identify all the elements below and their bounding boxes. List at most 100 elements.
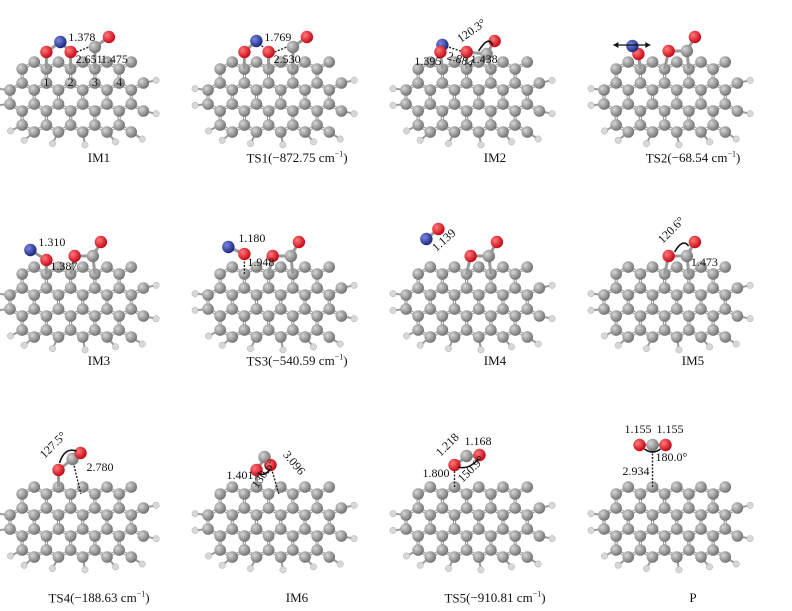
carbon-atom xyxy=(485,119,497,131)
adsorbate xyxy=(238,30,314,69)
hydrogen-atom xyxy=(403,552,411,560)
carbon-atom xyxy=(634,502,647,514)
carbon-atom xyxy=(670,481,683,493)
hydrogen-atom xyxy=(279,346,287,354)
carbon-atom xyxy=(695,551,707,563)
hydrogen-atom xyxy=(732,340,740,348)
hydrogen-atom xyxy=(81,346,89,354)
hydrogen-atom xyxy=(81,566,89,574)
carbon-atom xyxy=(436,119,449,131)
carbon-atom xyxy=(323,523,336,535)
carbon-atom xyxy=(125,481,138,493)
carbon-atom xyxy=(125,98,138,110)
carbon-atom xyxy=(509,119,521,131)
hydrogen-atom xyxy=(389,290,397,298)
carbon-atom xyxy=(299,261,311,273)
carbon-atom xyxy=(214,544,226,556)
hydrogen-atom xyxy=(706,138,713,146)
adsorbate xyxy=(40,30,116,69)
carbon-atom xyxy=(658,544,671,556)
geometry-label: 1.475 xyxy=(101,52,128,66)
hydrogen-atom xyxy=(587,85,595,93)
carbon-atom xyxy=(101,481,113,493)
hydrogen-atom xyxy=(350,501,358,509)
carbon-atom xyxy=(113,488,125,500)
carbon-atom xyxy=(521,84,534,96)
carbon-atom xyxy=(521,331,534,343)
structure-caption: IM4 xyxy=(396,353,594,369)
carbon-atom xyxy=(448,289,461,301)
carbon-atom xyxy=(262,488,275,500)
carbon-atom xyxy=(719,509,732,521)
carbon-atom xyxy=(533,530,546,542)
carbon-atom xyxy=(16,502,28,514)
carbon-atom xyxy=(634,119,647,131)
carbon-atom xyxy=(412,310,424,322)
carbon-atom xyxy=(448,303,461,315)
carbon-atom xyxy=(695,289,707,301)
oxygen-atom xyxy=(292,235,306,249)
pah-skeleton xyxy=(191,56,358,149)
hydrogen-atom xyxy=(310,563,317,571)
carbon-atom xyxy=(262,310,275,322)
carbon-atom xyxy=(610,544,622,556)
carbon-atom xyxy=(707,268,719,280)
carbon-atom xyxy=(226,331,239,343)
carbon-atom xyxy=(64,530,77,542)
carbon-atom xyxy=(509,324,521,336)
carbon-atom xyxy=(40,77,53,89)
hydrogen-atom xyxy=(152,76,160,84)
carbon-atom xyxy=(707,530,719,542)
carbon-atom xyxy=(683,488,695,500)
geometry-label: 3.096 xyxy=(280,448,308,478)
carbon-atom xyxy=(335,105,348,117)
carbon-atom xyxy=(472,289,485,301)
hydrogen-atom xyxy=(191,290,199,298)
hydrogen-atom xyxy=(279,141,287,149)
carbon-atom xyxy=(424,551,437,563)
carbon-atom xyxy=(400,509,412,521)
carbon-atom xyxy=(472,84,485,96)
oxygen-atom xyxy=(264,458,277,472)
carbon-atom xyxy=(646,126,659,138)
carbon-atom xyxy=(719,126,732,138)
carbon-atom xyxy=(311,488,323,500)
carbon-atom xyxy=(707,324,719,336)
carbon-atom xyxy=(658,77,671,89)
carbon-atom xyxy=(533,105,546,117)
carbon-atom xyxy=(28,289,41,301)
hydrogen-atom xyxy=(614,561,622,569)
carbon-atom xyxy=(485,530,497,542)
carbon-atom xyxy=(707,502,719,514)
hydrogen-atom xyxy=(81,141,89,149)
nitrogen-atom xyxy=(54,35,67,49)
carbon-atom xyxy=(598,509,610,521)
hydrogen-atom xyxy=(732,560,740,568)
geometry-label: 1.948 xyxy=(247,255,274,269)
hydrogen-atom xyxy=(389,85,397,93)
pah-skeleton xyxy=(191,481,358,574)
structure-name: IM4 xyxy=(483,353,507,368)
carbon-atom xyxy=(250,126,263,138)
hydrogen-atom xyxy=(587,510,595,518)
geometry-label: 1.155 xyxy=(656,422,683,436)
carbon-atom xyxy=(634,105,647,117)
imaginary-frequency: (−910.81 cm−1) xyxy=(466,590,546,606)
carbon-atom xyxy=(89,502,101,514)
carbon-atom xyxy=(299,481,311,493)
carbon-atom xyxy=(113,310,125,322)
structure-panel-ts2: TS2(−68.54 cm−1) xyxy=(587,0,792,200)
carbon-atom xyxy=(448,261,461,273)
carbon-atom xyxy=(214,310,226,322)
carbon-atom xyxy=(202,84,214,96)
carbon-atom xyxy=(646,331,659,343)
carbon-atom xyxy=(719,98,732,110)
carbon-atom xyxy=(622,56,635,68)
carbon-atom xyxy=(719,551,732,563)
molecule-im4: 1.139 xyxy=(389,222,556,354)
carbon-atom xyxy=(214,324,226,336)
hydrogen-atom xyxy=(587,101,595,109)
